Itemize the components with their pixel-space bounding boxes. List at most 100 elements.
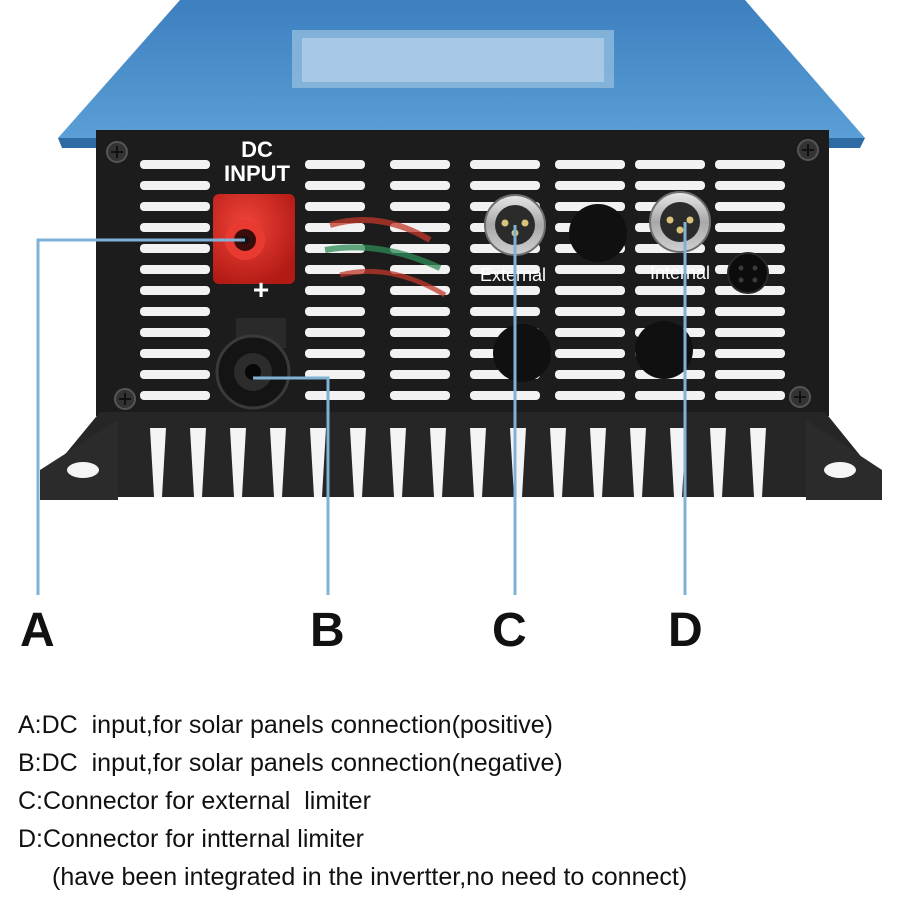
vent-slot: [305, 160, 365, 169]
vent-slot: [715, 328, 785, 337]
heat-sink-gap: [630, 428, 646, 497]
heat-sink-gap: [550, 428, 566, 497]
leader-lines: [36, 222, 687, 595]
leader-line-a: [36, 238, 245, 595]
legend-item-b: B:DC input,for solar panels connection(n…: [18, 749, 563, 777]
vent-slot: [635, 307, 705, 316]
vent-slot: [140, 307, 210, 316]
vent-slot: [305, 391, 365, 400]
heat-sink-gap: [230, 428, 246, 497]
vent-slot: [390, 202, 450, 211]
vent-slot: [715, 223, 785, 232]
vent-slot: [470, 307, 540, 316]
vent-slot: [140, 202, 210, 211]
mounting-tab-left: [40, 420, 118, 500]
vent-slot: [715, 370, 785, 379]
blank-plug: [493, 324, 551, 382]
internal-connector: [649, 191, 711, 253]
callout-letter-b: B: [310, 604, 345, 657]
vent-slot: [470, 391, 540, 400]
vent-slot: [390, 370, 450, 379]
dc-input-label-line2: INPUT: [224, 161, 291, 186]
legend-item-d: D:Connector for intternal limiter: [18, 825, 364, 853]
vent-slot: [305, 202, 365, 211]
heat-sink-gap: [430, 428, 446, 497]
internal-port-label: Internal: [650, 263, 710, 283]
vent-slot: [390, 391, 450, 400]
negative-terminal: [215, 318, 291, 410]
vent-slot: [470, 160, 540, 169]
vent-slot: [555, 328, 625, 337]
vent-slot: [555, 307, 625, 316]
vent-slot: [715, 307, 785, 316]
vent-slot: [715, 391, 785, 400]
screw-top-left: [106, 141, 128, 163]
heat-sink-gap: [390, 428, 406, 497]
vent-slot: [140, 328, 210, 337]
vent-slot: [635, 181, 705, 190]
vent-slot: [635, 265, 705, 274]
vent-slot: [140, 370, 210, 379]
heat-sink: [40, 412, 882, 500]
vent-slot: [555, 391, 625, 400]
vent-slot: [555, 370, 625, 379]
vent-slot: [390, 307, 450, 316]
legend-item-d-note: (have been integrated in the invertter,n…: [52, 863, 688, 891]
vent-slot: [390, 349, 450, 358]
heat-sink-gap: [310, 428, 326, 497]
vent-slot: [305, 349, 365, 358]
vent-slot: [305, 286, 365, 295]
blank-plug: [635, 321, 693, 379]
inverter-illustration: DC INPUT + External Internal: [36, 0, 882, 595]
screw-bottom-left: [114, 388, 136, 410]
vent-slot: [140, 244, 210, 253]
heat-sink-gap: [670, 428, 686, 497]
vent-slot: [140, 391, 210, 400]
heat-sink-gap: [470, 428, 486, 497]
vent-slot: [715, 244, 785, 253]
heat-sink-gap: [190, 428, 206, 497]
plus-sign: +: [253, 274, 269, 305]
vent-slot: [140, 265, 210, 274]
heat-sink-gap: [150, 428, 166, 497]
vent-slot: [390, 244, 450, 253]
callout-letter-c: C: [492, 604, 527, 657]
vent-slot: [305, 307, 365, 316]
vent-slot: [140, 223, 210, 232]
housing-top: [58, 0, 865, 148]
vent-slot: [140, 160, 210, 169]
vent-slot: [140, 349, 210, 358]
vent-slot: [140, 181, 210, 190]
vent-slot: [715, 202, 785, 211]
vent-slot: [715, 181, 785, 190]
mounting-tab-right: [806, 420, 882, 500]
leader-line-b: [253, 376, 330, 595]
internal-wiring: [324, 217, 447, 298]
external-port-label: External: [480, 265, 546, 285]
blank-plug: [569, 204, 627, 262]
vent-slot: [555, 265, 625, 274]
vent-slot: [390, 181, 450, 190]
dc-input-label-line1: DC: [241, 137, 273, 162]
vent-slot: [305, 181, 365, 190]
heat-sink-gap: [710, 428, 726, 497]
vent-slot: [555, 181, 625, 190]
heat-sink-gap: [270, 428, 286, 497]
legend: A:DC input,for solar panels connection(p…: [18, 706, 888, 896]
vent-slot: [305, 223, 365, 232]
legend-item-c: C:Connector for external limiter: [18, 787, 371, 815]
vent-slot: [305, 328, 365, 337]
vent-slot: [470, 286, 540, 295]
heat-sink-gap: [590, 428, 606, 497]
vent-slot: [635, 286, 705, 295]
vent-slot: [555, 160, 625, 169]
vent-slot: [555, 349, 625, 358]
vent-slot: [715, 349, 785, 358]
vent-port: [727, 252, 769, 294]
heat-sink-gap: [350, 428, 366, 497]
vent-slot: [715, 160, 785, 169]
vent-slot: [470, 181, 540, 190]
heat-sink-gap: [750, 428, 766, 497]
vent-slot: [390, 160, 450, 169]
legend-item-a: A:DC input,for solar panels connection(p…: [18, 711, 553, 739]
